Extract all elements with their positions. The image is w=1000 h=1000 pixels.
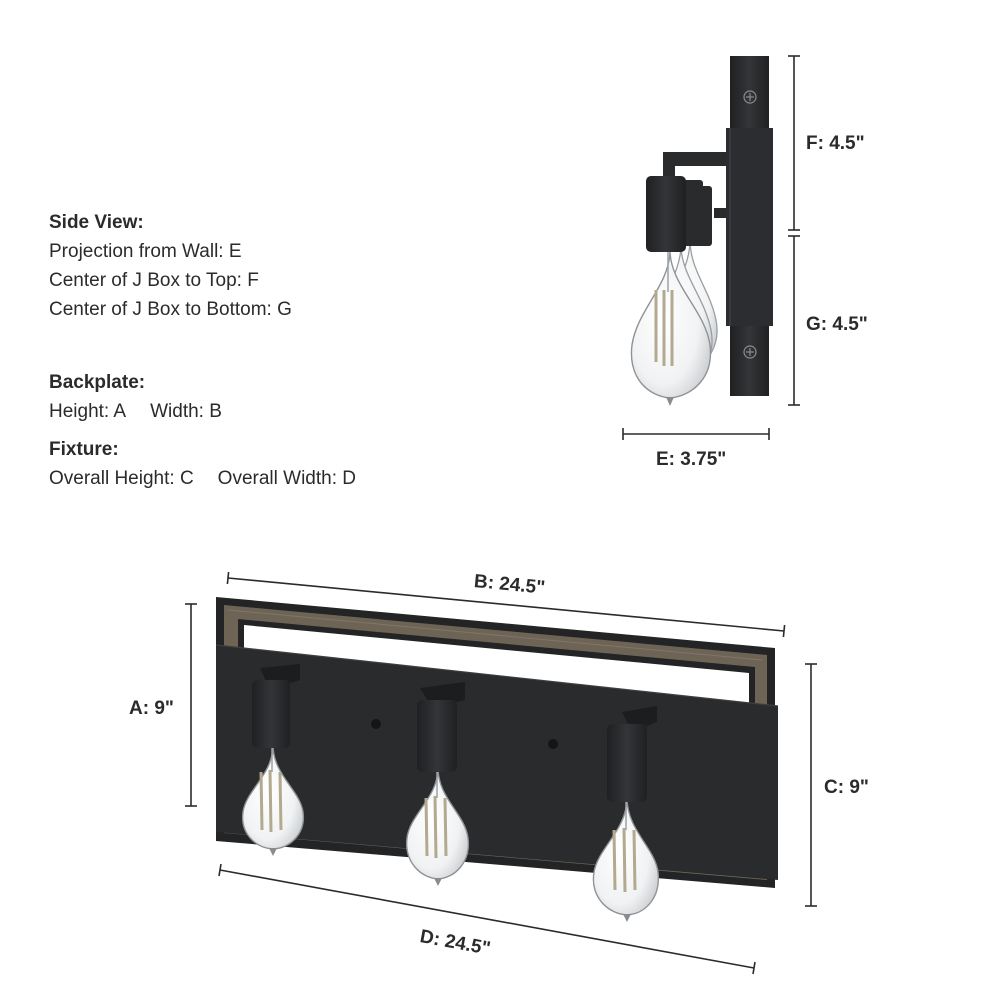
side-view-line-bottom: Center of J Box to Bottom: G bbox=[49, 299, 292, 320]
dim-line-e bbox=[622, 428, 770, 440]
side-screw-bottom bbox=[743, 345, 757, 359]
side-arm-connector bbox=[714, 208, 730, 218]
dim-line-g bbox=[788, 235, 800, 406]
front-screw-left bbox=[371, 719, 381, 729]
side-backplate-frame bbox=[726, 128, 773, 326]
dim-label-a: A: 9" bbox=[129, 698, 174, 719]
side-screw-top bbox=[743, 90, 757, 104]
front-bulb-right bbox=[592, 706, 660, 922]
fixture-height: Overall Height: C bbox=[49, 468, 194, 489]
dim-line-c bbox=[805, 663, 817, 907]
dim-label-e: E: 3.75" bbox=[656, 449, 727, 470]
side-view-heading: Side View: bbox=[49, 212, 144, 233]
dim-label-g: G: 4.5" bbox=[806, 314, 868, 335]
side-arm-top bbox=[663, 152, 731, 166]
backplate-height: Height: A bbox=[49, 401, 127, 422]
fixture-dimensions: Overall Height: C Overall Width: D bbox=[49, 464, 356, 493]
front-backplate bbox=[216, 645, 778, 880]
dim-line-f bbox=[788, 55, 800, 231]
fixture-width: Overall Width: D bbox=[217, 468, 356, 489]
backplate-heading: Backplate: bbox=[49, 372, 146, 393]
side-bulb-front bbox=[630, 176, 712, 406]
legend: Side View: Projection from Wall: E Cente… bbox=[49, 208, 356, 493]
front-bulb-middle bbox=[406, 682, 469, 886]
front-screw-right bbox=[548, 739, 558, 749]
fixture-heading: Fixture: bbox=[49, 439, 119, 460]
dim-line-b bbox=[226, 571, 786, 638]
side-view-line-top: Center of J Box to Top: F bbox=[49, 270, 259, 291]
side-view-drawing bbox=[630, 56, 773, 406]
front-view-drawing bbox=[215, 597, 779, 922]
front-bulb-left bbox=[242, 664, 304, 856]
dim-line-d bbox=[218, 863, 756, 975]
dim-label-c: C: 9" bbox=[824, 777, 869, 798]
dim-label-f: F: 4.5" bbox=[806, 133, 865, 154]
dim-line-a bbox=[185, 603, 197, 807]
side-view-line-projection: Projection from Wall: E bbox=[49, 241, 242, 262]
backplate-dimensions: Height: A Width: B bbox=[49, 397, 356, 426]
backplate-width: Width: B bbox=[150, 401, 222, 422]
